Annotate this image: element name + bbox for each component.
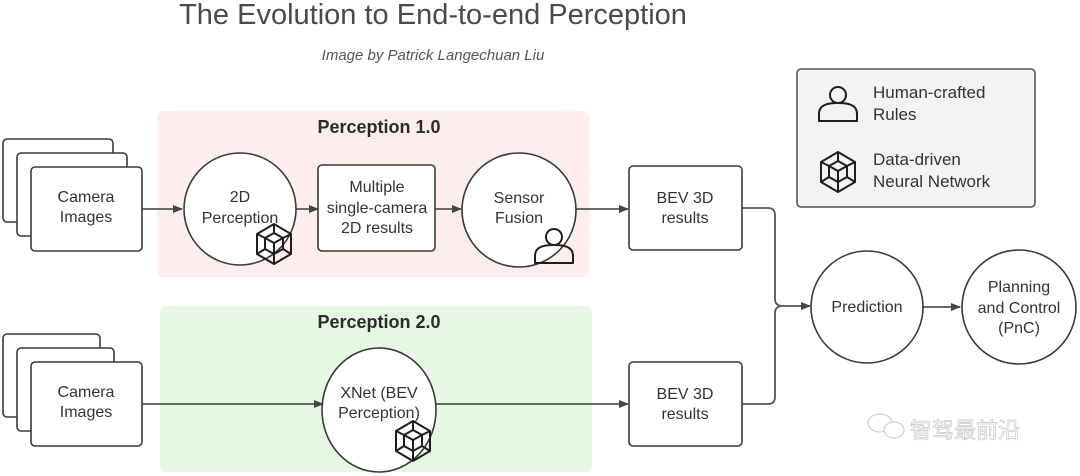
camera-images-2-line2: Images (60, 404, 112, 421)
edge-bev1-to-prediction (742, 207, 782, 307)
single-camera-results-line2: single-camera (327, 200, 428, 217)
prediction-node[interactable] (810, 250, 924, 364)
sensor-fusion-line2: Fusion (495, 210, 543, 227)
diagram-subtitle: Image by Patrick Langechuan Liu (322, 47, 545, 64)
perception-2d-line1: 2D (230, 189, 250, 206)
legend-human-label-line1: Human-crafted (873, 83, 985, 102)
xnet-line1: XNet (BEV (340, 385, 418, 402)
planning-control-line2: and Control (978, 300, 1061, 317)
perception-2d-node[interactable] (183, 152, 297, 266)
wechat-icon (867, 413, 905, 439)
edge-bev2-to-prediction (742, 305, 782, 405)
bev-results-2-line1: BEV 3D (657, 386, 714, 403)
perception-1-title: Perception 1.0 (317, 117, 440, 137)
planning-control-node[interactable] (961, 249, 1077, 365)
diagram-title: The Evolution to End-to-end Perception (179, 0, 687, 31)
watermark-text: 智驾最前沿 (910, 419, 1020, 444)
single-camera-results-line3: 2D results (341, 220, 413, 237)
bev-results-node-1[interactable] (628, 165, 743, 251)
bev-results-2-line2: results (661, 406, 708, 423)
single-camera-results-node[interactable] (317, 164, 436, 252)
prediction-label: Prediction (831, 299, 902, 316)
camera-images-node-1[interactable] (30, 166, 143, 252)
camera-images-2-line1: Camera (58, 384, 115, 401)
camera-images-1-line1: Camera (58, 189, 115, 206)
bev-results-1-line1: BEV 3D (657, 190, 714, 207)
xnet-line2: Perception) (338, 405, 420, 422)
perception-2-title: Perception 2.0 (317, 312, 440, 332)
bev-results-node-2[interactable] (628, 361, 743, 447)
legend-neural-label-line2: Neural Network (873, 172, 991, 191)
legend-neural-label-line1: Data-driven (873, 150, 961, 169)
single-camera-results-line1: Multiple (349, 179, 404, 196)
perception-2d-line2: Perception (202, 210, 279, 227)
sensor-fusion-line1: Sensor (494, 190, 545, 207)
xnet-node[interactable] (321, 347, 437, 473)
sensor-fusion-node[interactable] (461, 152, 577, 268)
planning-control-line3: (PnC) (998, 320, 1040, 337)
camera-images-node-2[interactable] (30, 361, 143, 447)
legend-human-label-line2: Rules (873, 105, 916, 124)
camera-images-1-line2: Images (60, 209, 112, 226)
planning-control-line1: Planning (988, 279, 1050, 296)
legend-box (796, 68, 1036, 208)
bev-results-1-line2: results (661, 210, 708, 227)
